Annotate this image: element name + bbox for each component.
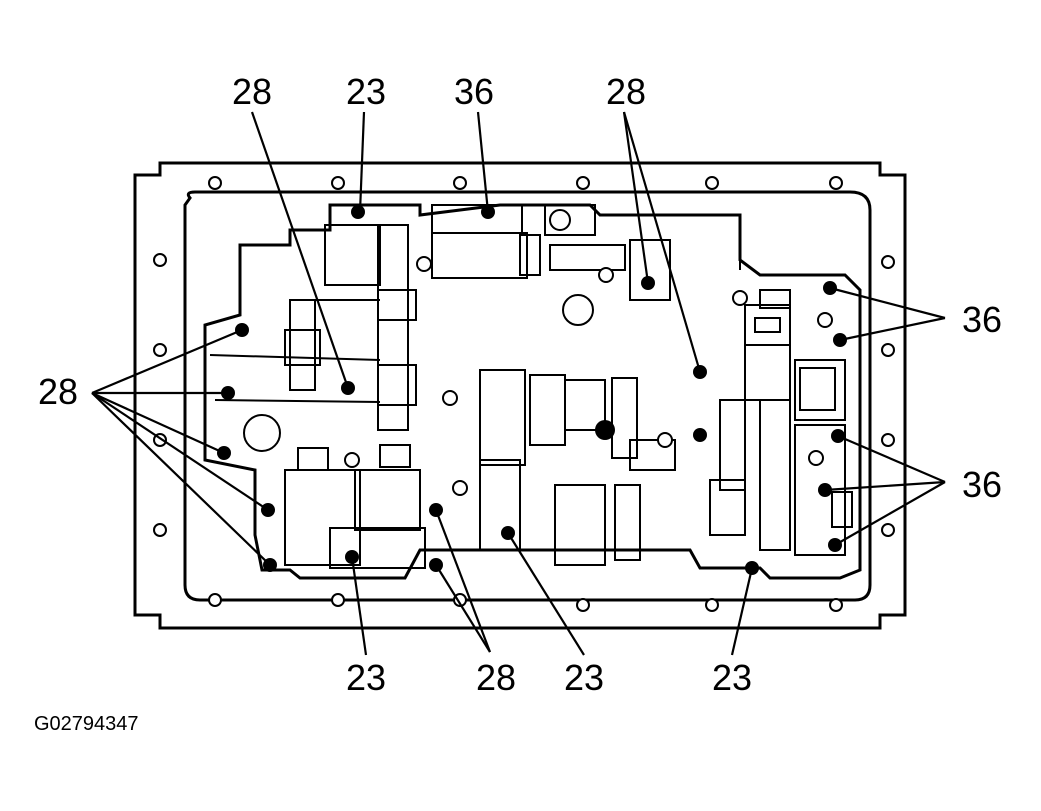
callout-bottom-23-right: 23 — [712, 657, 752, 698]
figure-id: G02794347 — [34, 713, 139, 735]
callout-top-28-right: 28 — [606, 71, 646, 112]
gasket-plate — [133, 161, 907, 630]
callout-left-28: 28 — [38, 371, 78, 412]
callout-right-36-upper: 36 — [962, 299, 1002, 340]
callout-top-36: 36 — [454, 71, 494, 112]
callout-bottom-23-mid: 23 — [564, 657, 604, 698]
callout-top-23: 23 — [346, 71, 386, 112]
leader-lines — [91, 111, 946, 656]
callout-top-28-left: 28 — [232, 71, 272, 112]
callout-bottom-28: 28 — [476, 657, 516, 698]
valve-body — [203, 203, 862, 580]
callout-bottom-23-left: 23 — [346, 657, 386, 698]
callout-right-36-lower: 36 — [962, 464, 1002, 505]
